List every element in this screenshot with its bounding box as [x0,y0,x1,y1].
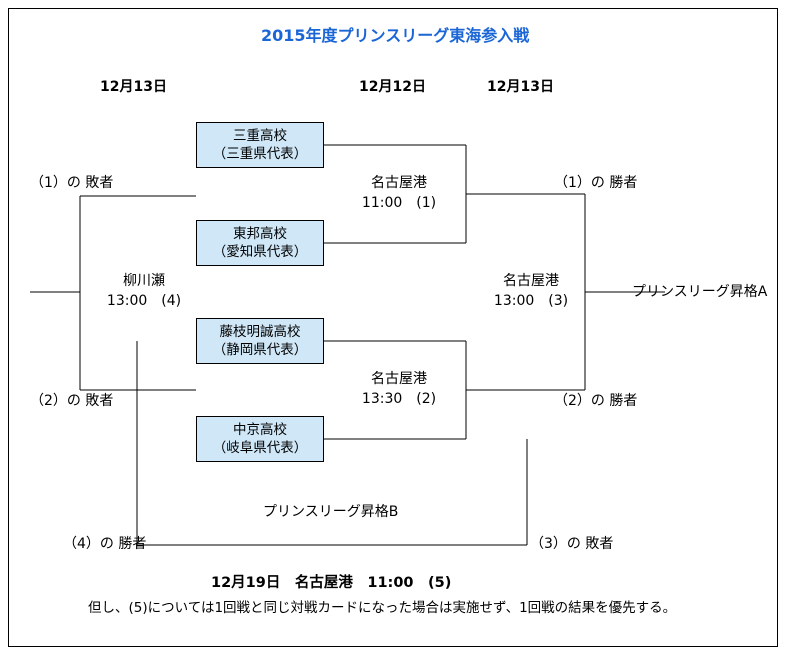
label-loser-match-3: （3）の 敗者 [530,536,614,552]
team-box-fujieda-meisei[interactable]: 藤枝明誠高校 （静岡県代表） [196,318,324,364]
match-time: 13:30 (2) [361,391,437,408]
team-region: （三重県代表） [212,146,308,162]
label-promotion-b: プリンスリーグ昇格B [263,504,399,520]
match-time: 11:00 (1) [361,195,437,212]
team-region: （静岡県代表） [212,342,308,358]
date-header-center: 12月12日 [359,79,426,95]
label-loser-match-2: （2）の 敗者 [30,393,114,409]
team-name: 三重高校 [233,127,287,144]
team-name: 東邦高校 [233,225,287,242]
date-header-left: 12月13日 [100,79,167,95]
team-region: （岐阜県代表） [212,440,308,456]
match-label-3: 名古屋港 13:00 (3) [466,271,596,312]
team-name: 藤枝明誠高校 [219,323,301,340]
team-box-chukyo[interactable]: 中京高校 （岐阜県代表） [196,416,324,462]
page-title: 2015年度プリンスリーグ東海参入戦 [261,26,530,45]
label-loser-match-1: （1）の 敗者 [30,175,114,191]
match-label-2: 名古屋港 13:30 (2) [334,369,464,410]
match-label-1: 名古屋港 11:00 (1) [334,173,464,214]
match-venue: 柳川瀬 [123,273,165,289]
team-region: （愛知県代表） [212,244,308,260]
team-box-toho[interactable]: 東邦高校 （愛知県代表） [196,220,324,266]
match-time: 13:00 (4) [106,293,182,310]
label-winner-match-1: （1）の 勝者 [554,175,638,191]
team-box-mie[interactable]: 三重高校 （三重県代表） [196,122,324,168]
date-header-right: 12月13日 [487,79,554,95]
label-promotion-a: プリンスリーグ昇格A [632,284,768,300]
match-time: 13:00 (3) [493,293,569,310]
match-venue: 名古屋港 [503,273,559,289]
match-venue: 名古屋港 [371,175,427,191]
footer-match-5: 12月19日 名古屋港 11:00 (5) [211,575,452,591]
label-winner-match-4: （4）の 勝者 [63,536,147,552]
team-name: 中京高校 [233,421,287,438]
label-winner-match-2: （2）の 勝者 [554,393,638,409]
footer-note: 但し、(5)については1回戦と同じ対戦カードになった場合は実施せず、1回戦の結果… [88,600,677,616]
match-label-4: 柳川瀬 13:00 (4) [79,271,209,312]
match-venue: 名古屋港 [371,371,427,387]
